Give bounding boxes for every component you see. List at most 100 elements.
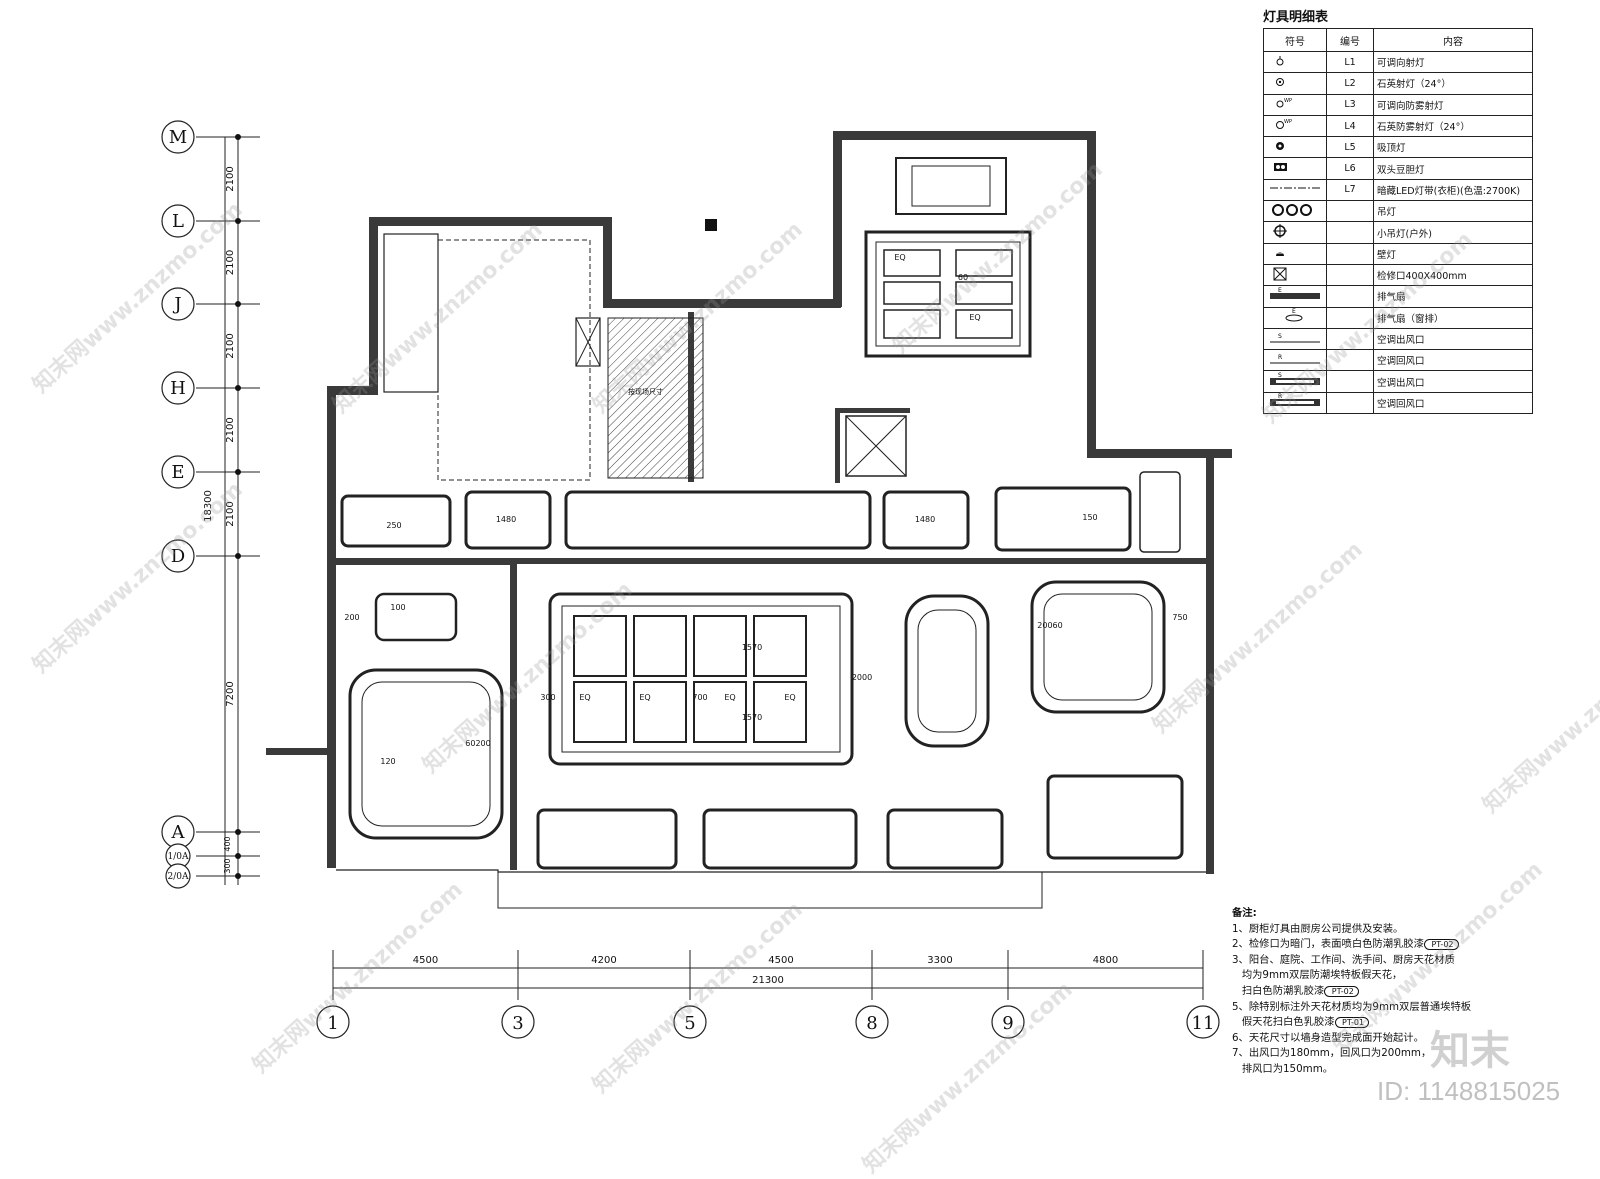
svg-text:R: R [1278, 354, 1282, 361]
legend-desc: 空调回风口 [1373, 349, 1533, 372]
plan-dim-label: 200 [344, 613, 359, 622]
row-grid-dot [235, 218, 241, 224]
row-axis-bubble [161, 371, 195, 405]
plan-dim-label: 300 [540, 693, 555, 702]
row-axis-label: H [170, 378, 186, 399]
svg-text:R: R [1278, 393, 1282, 400]
ac-return-vent-linear-icon: R [1263, 391, 1327, 415]
row-axis-label: 2/0A [168, 872, 189, 882]
legend-code: L7 [1326, 178, 1374, 202]
plan-dim-label: EQ [784, 693, 795, 702]
legend-code [1326, 263, 1374, 287]
row-grid-dot [235, 385, 241, 391]
row-total: 18300 [203, 490, 214, 522]
legend-code [1326, 306, 1374, 329]
adjustable-fogproof-spotlight-icon: WP [1263, 93, 1327, 116]
column-dim-value: 4500 [768, 955, 793, 966]
svg-text:E: E [1278, 287, 1282, 294]
brand-logo: 知末 [1430, 1028, 1510, 1074]
row-axis-label: L [172, 211, 184, 232]
paint-tag: PT-01 [1334, 1017, 1370, 1029]
ac-return-vent-icon: R [1263, 349, 1327, 372]
legend-title: 灯具明细表 [1263, 10, 1329, 25]
legend-desc: 石英射灯（24°） [1373, 72, 1533, 95]
row-axis-label: E [171, 462, 184, 483]
note-line: 6、天花尺寸以墙身造型完成面开始起计。 [1232, 1031, 1424, 1044]
ac-supply-vent-linear-icon: S [1263, 370, 1327, 393]
row-grid-dot [235, 873, 241, 879]
column-axis-label: 9 [1002, 1013, 1013, 1034]
column-axis-bubble [673, 1005, 707, 1039]
row-grid-dot [235, 853, 241, 859]
ceiling-elements [336, 157, 1206, 909]
legend-code [1326, 221, 1374, 244]
legend-header-code: 编号 [1326, 28, 1374, 52]
column-total: 21300 [752, 975, 784, 986]
wall-light-icon [1263, 242, 1327, 265]
column-axis-label: 1 [327, 1013, 338, 1034]
legend-code: L6 [1326, 157, 1374, 180]
plan-dim-label: EQ [639, 693, 650, 702]
legend-desc: 空调出风口 [1373, 370, 1533, 393]
note-line: 1、厨柜灯具由厨房公司提供及安装。 [1232, 922, 1404, 935]
row-axis-bubbles: MLJHEDA1/0A2/0A2100210021002100210072004… [161, 120, 260, 889]
legend-row: 壁灯 [1263, 242, 1533, 265]
column-dim-value: 3300 [927, 955, 952, 966]
svg-text:E: E [1292, 308, 1296, 315]
legend-code [1326, 349, 1374, 372]
legend-row: S 空调出风口 [1263, 370, 1533, 393]
row-axis-label: D [171, 546, 185, 567]
row-axis-bubble [161, 455, 195, 489]
legend-code: L3 [1326, 93, 1374, 116]
image-id: ID: 1148815025 [1377, 1076, 1561, 1106]
ceiling-plan-drawing: MLJHEDA1/0A2/0A2100210021002100210072004… [161, 120, 1232, 1039]
plan-dim-label: EQ [894, 253, 905, 262]
access-panel-icon [1263, 263, 1327, 287]
row-dim-value: 300 [223, 858, 232, 873]
double-grille-light-icon [1263, 157, 1327, 180]
plan-dim-label: 700 [692, 693, 707, 702]
row-axis-bubble [161, 287, 195, 321]
row-axis-bubble [161, 204, 195, 238]
ceiling-light-icon [1263, 136, 1327, 159]
legend-desc: 空调出风口 [1373, 327, 1533, 351]
svg-text:WP: WP [1284, 98, 1292, 104]
row-axis-label: J [172, 294, 181, 315]
legend-code: L5 [1326, 136, 1374, 159]
column-dim-value: 4200 [591, 955, 616, 966]
svg-text:S: S [1278, 372, 1282, 379]
note-line: 排风口为150mm。 [1232, 1062, 1334, 1075]
row-axis-label: A [171, 822, 186, 843]
legend-code [1326, 242, 1374, 265]
paint-tag: PT-02 [1423, 939, 1459, 951]
legend-row: E 排气扇 [1263, 285, 1533, 308]
row-grid-dot [235, 829, 241, 835]
row-dim-value: 7200 [225, 681, 236, 706]
plan-dim-label: 1570 [742, 643, 762, 652]
small-pendant-light-icon [1263, 221, 1327, 244]
row-axis-label: 1/0A [168, 852, 189, 862]
legend-row: 吊灯 [1263, 200, 1533, 223]
row-dim-value: 2100 [225, 250, 236, 275]
note-line: 2、检修口为暗门，表面喷白色防潮乳胶漆 PT-02 [1232, 937, 1532, 953]
row-grid-dot [235, 134, 241, 140]
legend-desc: 排气扇 [1373, 285, 1533, 308]
column-axis-bubble [501, 1005, 535, 1039]
plan-dim-label: 250 [386, 521, 401, 530]
legend-code [1326, 200, 1374, 223]
column-dim-value: 4500 [413, 955, 438, 966]
site-note-label: 按现场尺寸 [628, 387, 663, 396]
legend-row: R 空调回风口 [1263, 349, 1533, 372]
plan-dim-label: 60200 [465, 739, 490, 748]
legend-desc: 双头豆胆灯 [1373, 157, 1533, 180]
column-axis-label: 5 [684, 1013, 695, 1034]
column-dim-value: 4800 [1093, 955, 1118, 966]
